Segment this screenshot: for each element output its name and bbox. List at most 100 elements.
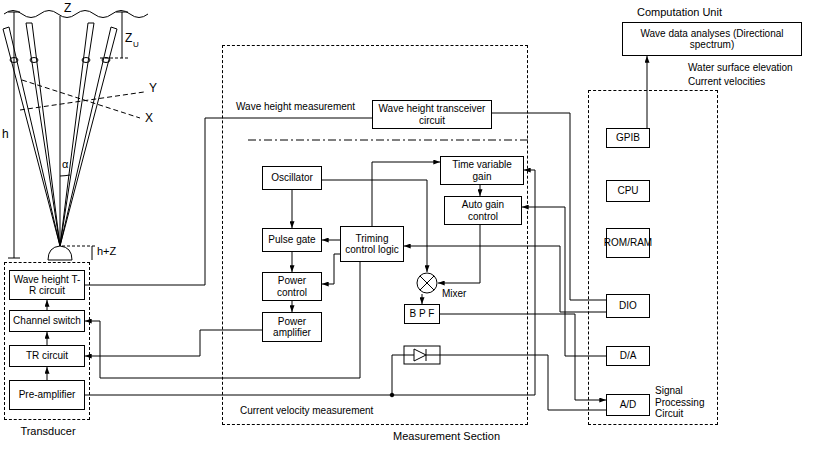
amplifier-box: Power amplifier [262,312,322,342]
oscillator-box: Oscillator [262,166,322,190]
interface-box: GPIB [606,128,650,148]
signal-line [440,314,606,400]
box-label: Time variable gain [443,159,521,182]
signal-label: Water surface elevation [688,62,793,74]
box-label: B P F [410,308,435,320]
transducer-head [48,246,72,260]
interface-box: DIO [606,294,650,318]
box-label: A/D [620,399,637,411]
dimension-tick [62,246,96,247]
cpu-box: CPU [606,180,650,202]
acoustic-beam [60,27,117,246]
box-label: TR circuit [26,350,68,362]
dimension-tick [100,58,128,59]
section-divider [248,140,528,141]
group-title: Signal Processing Circuit [655,385,715,420]
amplifier-box: Pre-amplifier [9,380,85,410]
section-label: Current velocity measurement [240,405,373,417]
signal-line [85,330,262,356]
beam-section [30,58,38,63]
group-title: Measurement Section [393,430,500,443]
box-label: Wave height transceiver circuit [375,103,489,126]
box-label: ROM/RAM [604,237,652,249]
signal-line [647,56,648,128]
box-label: Pulse gate [268,234,315,246]
mixer-cross [420,276,434,290]
mixer-label: Mixer [442,288,466,300]
wire [440,355,606,410]
box-label: Auto gain control [447,199,519,222]
dimension-line [92,246,93,260]
signal-line [85,170,535,395]
unit-title: Computation Unit [637,6,722,19]
transducer-group: TransducerWave height T-R circuitChannel… [4,262,90,420]
axis-label: X [145,112,153,126]
dimension-label: h+Z [97,245,116,258]
section-label: Wave height measurement [236,101,355,113]
rectifier-box [404,346,440,364]
converter-box: D/A [606,346,650,366]
gate-box: Pulse gate [262,228,322,252]
signal-line [292,190,293,228]
box-label: CPU [617,185,638,197]
signal-line [322,254,340,284]
group-title: Transducer [5,425,91,438]
signal-line [480,185,481,196]
box-label: Triming control logic [343,233,401,256]
box-label: D/A [620,350,637,362]
mixer-symbol: Mixer [416,272,438,294]
dimension-label: h [2,128,9,142]
signal-line [372,162,440,226]
signal-line [47,300,48,310]
signal-line [422,294,423,304]
gain-box: Time variable gain [440,156,524,185]
gain-box: Auto gain control [444,196,522,225]
circuit-box: TR circuit [9,345,85,367]
dimension-tick [8,258,20,259]
signal-line [322,240,340,241]
signal-line [292,301,293,312]
dimension-label: Z [125,32,132,46]
diode-symbol [404,349,440,361]
box-label: Wave height T-R circuit [12,274,82,297]
angle-label: α [62,158,68,171]
memory-box: ROM/RAM [606,228,650,258]
axis-label: Z [64,2,71,16]
dimension-subscript: U [133,40,139,49]
box-label: DIO [619,300,637,312]
beam-section [82,58,90,63]
circuit-box: Wave height T-R circuit [9,270,85,300]
box-label: Power amplifier [265,316,319,339]
control-box: Power control [262,272,322,301]
signal-processing-group: Signal Processing Circuit GPIB CPU ROM/RAM D… [588,90,718,425]
mixer-circle [417,273,437,293]
y-axis [20,92,144,110]
x-axis [22,80,140,118]
transceiver-box: Wave height transceiver circuit [372,100,492,129]
filter-box: B P F [404,304,440,324]
dimension-tick [8,12,20,13]
mixer-circle [416,272,438,294]
box-label: Power control [265,275,319,298]
signal-line [292,252,293,272]
signal-line [47,367,48,380]
converter-box: A/D [606,394,650,416]
axis-label: Y [149,82,157,96]
switch-box: Channel switch [9,310,85,332]
signal-line [322,180,427,272]
signal-line [404,246,606,312]
dimension-line [122,12,123,58]
computation-unit: Computation UnitWave data analyses (Dire… [622,22,802,56]
dimension-tick [116,12,128,13]
wire [392,355,404,395]
logic-box: Triming control logic [340,226,404,262]
z-axis [60,16,61,246]
water-surface [4,11,148,18]
box-label: Oscillator [271,172,313,184]
acoustic-beam [26,23,60,246]
signal-line [47,332,48,345]
signal-label: Current velocities [688,76,765,88]
signal-line [85,118,372,285]
signal-line [438,225,480,283]
